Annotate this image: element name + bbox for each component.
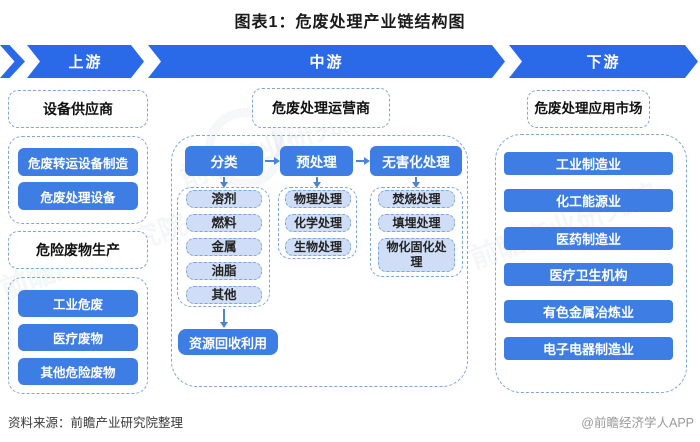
upstream-waste-item: 其他危险废物 [18,358,138,385]
arrow-right-icon [265,157,280,165]
classify-item: 溶剂 [186,190,262,208]
upstream-equipment-item: 危废转运设备制造 [18,148,138,176]
classify-item: 燃料 [186,214,262,232]
page-title: 图表1：危废处理产业链结构图 [234,14,466,31]
upstream-waste-item: 工业危废 [18,290,138,317]
arrow-down-icon [313,177,321,188]
harmless-sublist-container [370,187,463,277]
pretreat-item: 生物处理 [285,238,351,256]
arrow-right-icon [356,157,370,165]
midstream-step-harmless: 无害化处理 [370,146,462,176]
classify-sublist-container [177,187,270,307]
upstream-waste-item: 医疗废物 [18,324,138,351]
chevron-head-icon [0,45,25,78]
pretreat-item: 物理处理 [285,190,351,208]
banner-label: 上游 [68,54,103,71]
upstream-supplier-header: 设备供应商 [8,90,148,128]
downstream-header: 危废处理应用市场 [527,90,650,128]
classify-item: 油脂 [186,262,262,280]
banner-segment-midstream: 中游 [148,45,505,78]
credit-note: @前瞻经济学人APP [581,416,694,430]
downstream-item: 化工能源业 [504,189,673,212]
banner-segment-upstream: 上游 [27,45,144,78]
upstream-equipment-group [8,136,148,224]
pretreat-item: 化学处理 [285,214,351,232]
upstream-waste-group [8,277,148,394]
arrow-down-icon [412,177,420,188]
downstream-item: 有色金属冶炼业 [504,300,673,323]
classify-item: 金属 [186,238,262,256]
midstream-step-classify: 分类 [185,146,263,176]
downstream-item: 工业制造业 [504,152,673,175]
arrow-down-icon [220,309,228,328]
banner-segment-downstream: 下游 [509,45,698,78]
upstream-equipment-item: 危废处理设备 [18,182,138,210]
downstream-item: 医疗卫生机构 [504,263,673,286]
downstream-item: 医药制造业 [504,227,673,250]
banner-label: 中游 [309,54,344,71]
harmless-item: 物化固化处理 [378,238,455,272]
midstream-header: 危废处理运营商 [252,88,390,128]
upstream-producer-header: 危险废物生产 [8,231,148,269]
midstream-container [171,135,468,387]
pretreat-sublist-container [278,187,357,259]
source-note: 资料来源：前瞻产业研究院整理 [8,416,184,430]
banner-label: 下游 [586,54,621,71]
recycle-button: 资源回收利用 [178,329,278,355]
downstream-container [495,134,687,393]
harmless-item: 焚烧处理 [378,190,455,208]
harmless-item: 填埋处理 [378,214,455,232]
downstream-item: 电子电器制造业 [504,337,673,360]
midstream-step-pretreat: 预处理 [280,146,353,176]
classify-item: 其他 [186,286,262,304]
arrow-down-icon [220,177,228,188]
